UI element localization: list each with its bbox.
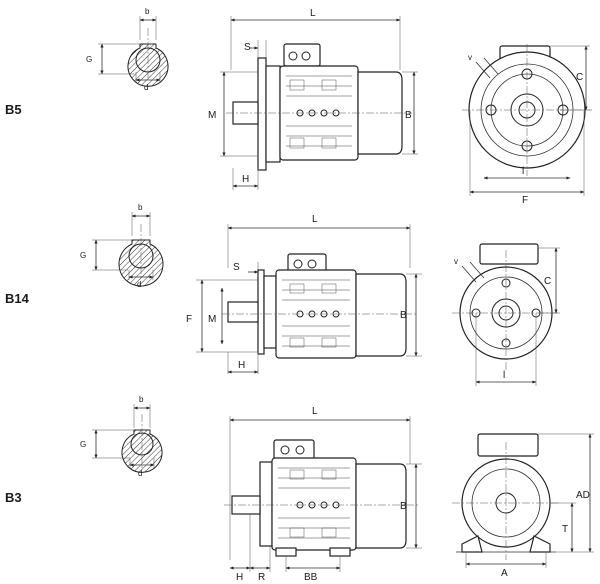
side-view-b3: L B: [224, 406, 422, 583]
dim-label-d: d: [144, 83, 148, 92]
dim-label-G: G: [80, 251, 86, 260]
dim-label-d: d: [137, 280, 141, 289]
dim-label-l: l: [522, 166, 524, 177]
dim-label-B: B: [400, 501, 407, 512]
dim-label-L: L: [312, 406, 318, 417]
dim-label-C: C: [576, 72, 583, 83]
shaft-section-b14: b G d: [80, 203, 164, 289]
dim-label-T: T: [562, 524, 568, 535]
dim-label-b: b: [145, 7, 150, 16]
dim-label-F: F: [522, 195, 528, 206]
dim-label-C: C: [544, 276, 551, 287]
dim-label-AD: AD: [576, 490, 590, 501]
shaft-section-b3: b G d: [80, 395, 163, 478]
dim-label-A: A: [501, 568, 508, 579]
dim-label-G: G: [80, 440, 86, 449]
dim-label-B: B: [400, 310, 407, 321]
dim-label-d: d: [138, 469, 142, 478]
dim-label-B: B: [405, 110, 412, 121]
dim-label-b: b: [139, 395, 144, 404]
mount-label-b14: B14: [5, 291, 30, 306]
shaft-section-b5: b G d: [86, 7, 169, 92]
dim-label-S: S: [244, 42, 251, 53]
dim-label-S: S: [233, 262, 240, 273]
side-view-b14: L S F M: [186, 214, 422, 374]
front-view-b3: A AD T: [452, 433, 594, 579]
dim-label-L: L: [312, 214, 318, 225]
dim-label-b: b: [138, 203, 143, 212]
dim-label-H: H: [238, 360, 245, 371]
mount-label-b5: B5: [5, 102, 22, 117]
dim-label-F: F: [186, 314, 192, 325]
dim-label-H: H: [242, 174, 249, 185]
dim-label-R: R: [258, 572, 265, 583]
dim-label-v: v: [468, 53, 472, 62]
side-view-b5: L S M: [208, 8, 418, 190]
dim-label-v: v: [454, 257, 458, 266]
dim-label-M: M: [208, 110, 216, 121]
front-view-b5: v C l F: [462, 44, 592, 206]
dim-label-H: H: [236, 572, 243, 583]
dim-label-G: G: [86, 55, 92, 64]
dim-label-M: M: [208, 314, 216, 325]
dim-label-l: l: [503, 370, 505, 381]
dim-label-BB: BB: [304, 572, 318, 583]
mount-label-b3: B3: [5, 490, 22, 505]
front-view-b14: v C l: [452, 243, 560, 386]
dim-label-L: L: [310, 8, 316, 19]
